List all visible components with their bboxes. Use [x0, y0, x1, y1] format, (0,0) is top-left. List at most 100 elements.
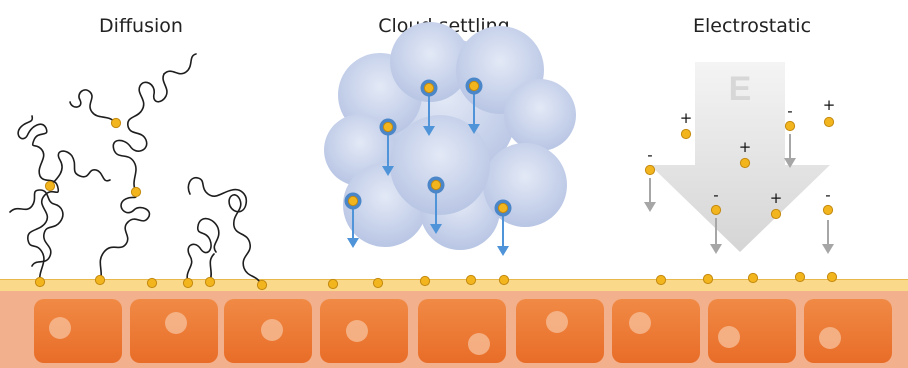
- epithelial-cell: [804, 299, 892, 363]
- particle: [498, 274, 510, 286]
- particle: [823, 116, 835, 128]
- diffusion-trajectories: [9, 53, 263, 286]
- particle: [497, 202, 509, 214]
- electric-field-arrow: E: [650, 62, 830, 252]
- arrow-head: [784, 158, 796, 168]
- epithelial-cell: [130, 299, 218, 363]
- epithelial-cell: [516, 299, 604, 363]
- charge-sign-positive: +: [739, 138, 752, 156]
- epithelial-cell: [612, 299, 700, 363]
- panel-title-electrostatic: Electrostatic: [693, 15, 811, 37]
- settling-arrow: [497, 216, 509, 256]
- particle-cloud: [324, 22, 576, 250]
- particle: [465, 274, 477, 286]
- trajectory-path: [186, 217, 220, 283]
- cell-body: [34, 299, 122, 363]
- charge-sign-negative: -: [825, 186, 830, 204]
- cell-nucleus: [261, 319, 283, 341]
- arrow-head: [497, 246, 509, 256]
- particle: [382, 121, 394, 133]
- charge-signs-layer: ++++----: [647, 96, 835, 207]
- particles-layer: [34, 77, 838, 291]
- charge-sign-negative: -: [647, 146, 652, 164]
- cloud-lobe: [504, 79, 576, 151]
- particle: [44, 180, 56, 192]
- particle: [419, 275, 431, 287]
- trajectory-path: [163, 53, 197, 75]
- particle: [182, 277, 194, 289]
- arrow-head: [644, 202, 656, 212]
- trajectory-path: [9, 189, 64, 267]
- particle: [822, 204, 834, 216]
- cell-nucleus: [468, 333, 490, 355]
- trajectory-path: [49, 150, 111, 187]
- arrow-head: [430, 224, 442, 234]
- particle: [430, 179, 442, 191]
- particle: [34, 276, 46, 288]
- settling-arrow: [382, 135, 394, 176]
- arrow-head: [382, 166, 394, 176]
- charge-sign-negative: -: [787, 102, 792, 120]
- field-arrow-shape: [650, 62, 830, 252]
- particle: [146, 277, 158, 289]
- trajectory-path: [99, 191, 151, 283]
- particle: [468, 80, 480, 92]
- cell-nucleus: [718, 326, 740, 348]
- particle: [256, 279, 268, 291]
- epithelial-cell: [34, 299, 122, 363]
- particle: [680, 128, 692, 140]
- electrostatic-arrow: [644, 178, 656, 212]
- epithelial-cell: [418, 299, 506, 363]
- settling-arrow: [423, 96, 435, 136]
- epithelial-cell: [320, 299, 408, 363]
- cell-nucleus: [346, 320, 368, 342]
- trajectory-path: [69, 89, 117, 124]
- cloud-lobe: [390, 115, 490, 215]
- particle: [372, 277, 384, 289]
- settling-arrow: [347, 209, 359, 248]
- epithelial-cell: [224, 299, 312, 363]
- cell-nucleus: [165, 312, 187, 334]
- particle: [826, 271, 838, 283]
- cell-body: [418, 299, 506, 363]
- particle: [702, 273, 714, 285]
- particle: [739, 157, 751, 169]
- trajectory-path: [17, 115, 60, 283]
- epithelial-cells: [34, 299, 892, 363]
- arrows-layer: [347, 94, 834, 256]
- charge-sign-positive: +: [823, 96, 836, 114]
- particle: [347, 195, 359, 207]
- particle: [423, 82, 435, 94]
- arrow-head: [468, 124, 480, 134]
- panel-title-diffusion: Diffusion: [99, 15, 183, 37]
- particle: [204, 276, 216, 288]
- cell-body: [612, 299, 700, 363]
- cell-nucleus: [546, 311, 568, 333]
- trajectory-path: [112, 73, 168, 193]
- electrostatic-arrow: [822, 220, 834, 254]
- particle: [784, 120, 796, 132]
- particle: [794, 271, 806, 283]
- charge-sign-negative: -: [713, 186, 718, 204]
- arrow-head: [822, 244, 834, 254]
- particle: [655, 274, 667, 286]
- particle: [644, 164, 656, 176]
- arrow-head: [347, 238, 359, 248]
- particle: [770, 208, 782, 220]
- cell-nucleus: [819, 327, 841, 349]
- particle: [710, 204, 722, 216]
- trajectory-path: [187, 176, 263, 286]
- settling-arrow: [468, 94, 480, 134]
- cell-nucleus: [49, 317, 71, 339]
- particle: [110, 117, 122, 129]
- surface-layer: [0, 279, 908, 291]
- particle: [94, 274, 106, 286]
- settling-arrow: [430, 193, 442, 234]
- field-label: E: [729, 70, 752, 108]
- arrow-head: [710, 244, 722, 254]
- cell-body: [804, 299, 892, 363]
- charge-sign-positive: +: [680, 109, 693, 127]
- particle: [747, 272, 759, 284]
- electrostatic-arrow: [710, 218, 722, 254]
